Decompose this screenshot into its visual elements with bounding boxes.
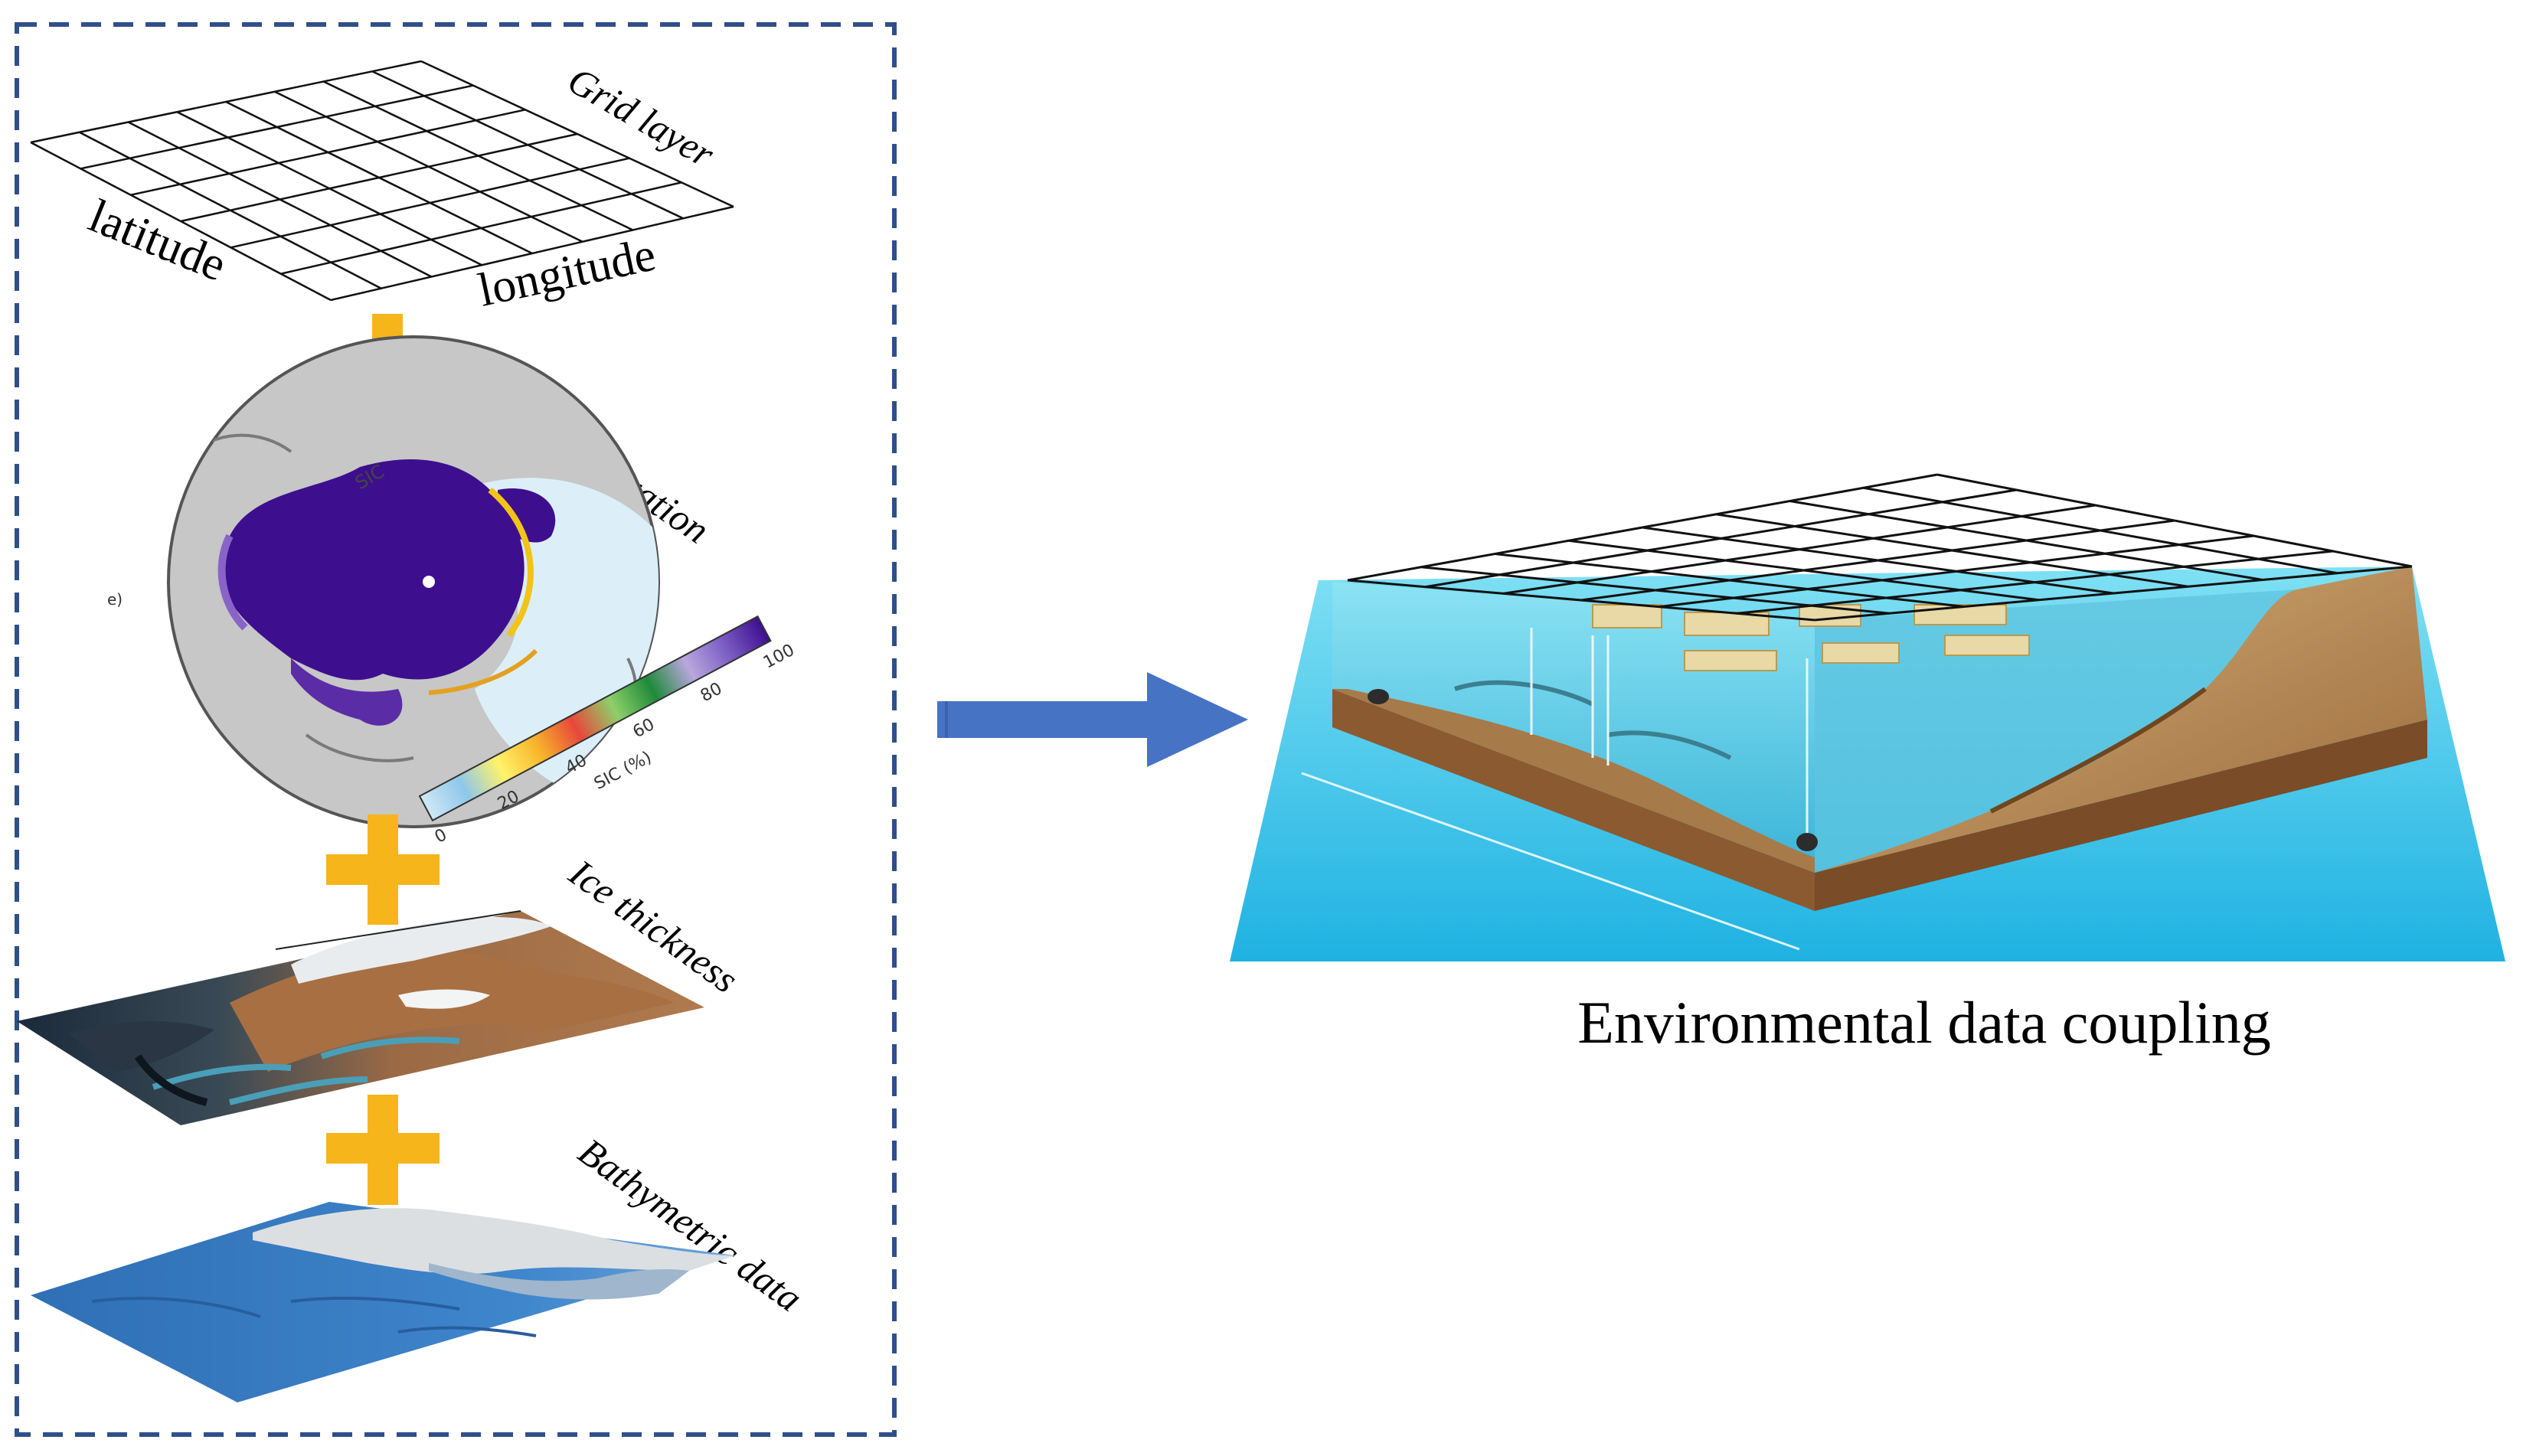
grid-line (280, 181, 682, 275)
colorbar-label: SIC (%) (591, 748, 655, 794)
plus-icon (326, 815, 440, 925)
grid-layer-title: Grid layer (561, 58, 722, 176)
grid-axis-latitude: latitude (82, 190, 234, 292)
grid-line (330, 205, 734, 302)
model-grid-overlay (1347, 473, 2413, 622)
ice-thickness-map (17, 910, 704, 1125)
colorbar-ramp (418, 615, 772, 822)
scale-ruler (1301, 772, 1800, 951)
aquaculture-pens (1592, 604, 2030, 671)
input-layers-frame (15, 22, 897, 1437)
grid-line (1503, 504, 2096, 595)
plus-icon (326, 1095, 440, 1205)
output-caption: Environmental data coupling (1577, 989, 2270, 1056)
colorbar-tick-label: 0 (432, 825, 450, 847)
grid-line (1737, 550, 2333, 615)
grid-layer-mesh (30, 60, 734, 302)
grid-line (230, 157, 630, 249)
bathymetry-map (31, 1202, 735, 1402)
coupled-model-scene (1230, 473, 2505, 961)
grid-line (1580, 519, 2175, 602)
grid-line (130, 109, 526, 196)
grid-axis-longitude: longitude (474, 228, 660, 316)
ice-concentration-layer: Ice concentration e) SIC 0 (107, 335, 798, 847)
flow-arrow (937, 672, 1248, 767)
grid-line (1659, 534, 2254, 609)
bathymetry-layer: Bathymetric data (31, 1130, 810, 1402)
colorbar-tick-label: 100 (760, 641, 798, 673)
coastal-slope (1815, 566, 2427, 873)
grid-line (80, 84, 474, 170)
grid-layer: Grid layer latitude longitude (30, 58, 734, 317)
ice-concentration-map: SIC (167, 335, 660, 828)
colorbar-tick-label: 60 (630, 715, 658, 742)
colorbar-tick-label: 80 (698, 679, 725, 706)
ice-panel-tag: e) (107, 590, 123, 609)
grid-line (1425, 488, 2017, 589)
grid-line (30, 60, 422, 144)
sea-ice-extent (222, 459, 556, 681)
grid-line (1347, 473, 1938, 582)
grid-line (180, 132, 578, 223)
grid-line (1814, 565, 2413, 622)
